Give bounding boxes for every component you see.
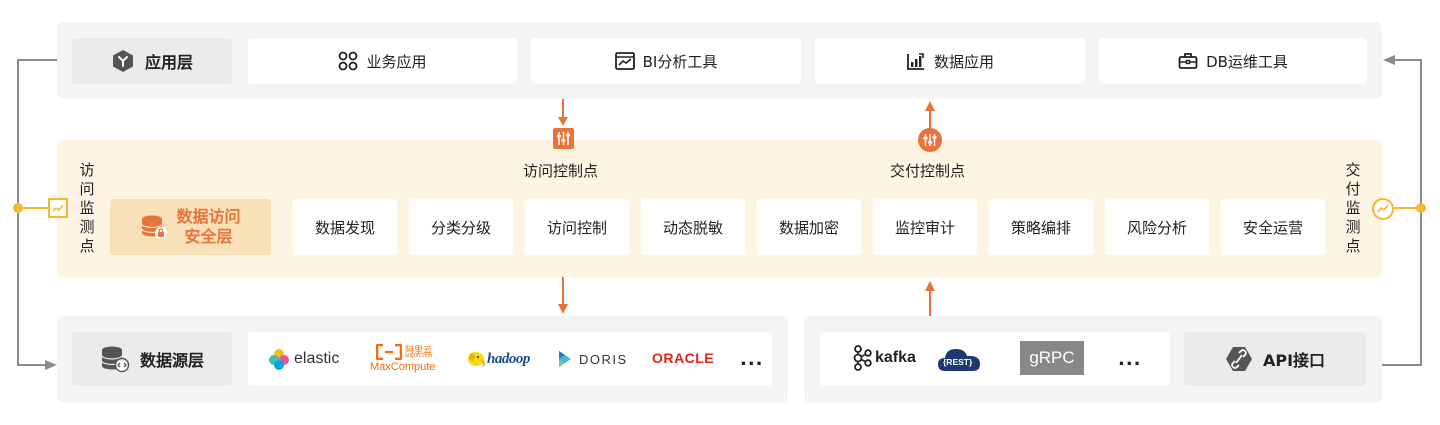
app-card-data[interactable]: 数据应用 — [815, 38, 1085, 84]
module-security-operations[interactable]: 安全运营 — [1221, 199, 1325, 255]
api-link-icon — [1225, 346, 1253, 372]
access-monitor-icon — [48, 198, 68, 218]
api-logos-card — [820, 332, 1170, 386]
database-lock-icon — [140, 213, 168, 241]
database-icon — [100, 345, 130, 373]
module-monitor-audit[interactable]: 监控审计 — [873, 199, 977, 255]
access-control-point-icon — [553, 128, 574, 149]
api-layer-label: API接口 — [1184, 332, 1366, 386]
access-monitor-label: 访 问 监 测 点 — [79, 161, 95, 255]
module-data-discovery[interactable]: 数据发现 — [293, 199, 397, 255]
apps-grid-icon — [338, 51, 358, 71]
module-dynamic-masking[interactable]: 动态脱敏 — [641, 199, 745, 255]
module-data-encryption[interactable]: 数据加密 — [757, 199, 861, 255]
source-more: ... — [740, 349, 764, 370]
delivery-control-point-icon — [918, 128, 942, 152]
security-layer-title-1: 数据访问 — [176, 207, 241, 226]
app-layer-title: 应用层 — [144, 53, 193, 72]
hadoop-logo: hadoop — [466, 348, 530, 370]
rest-logo: {REST} — [937, 345, 981, 373]
module-risk-analysis[interactable]: 风险分析 — [1105, 199, 1209, 255]
app-card-db-ops[interactable]: DB运维工具 — [1099, 38, 1367, 84]
grpc-logo: gRPC — [1020, 341, 1084, 375]
access-control-point-label: 访问控制点 — [523, 162, 599, 180]
app-card-business-label: 业务应用 — [366, 52, 427, 71]
app-card-bi[interactable]: BI分析工具 — [531, 38, 801, 84]
elastic-logo: elastic — [268, 347, 339, 371]
analytics-window-icon — [614, 52, 635, 70]
cube-icon — [111, 49, 135, 73]
delivery-monitor-icon — [1372, 198, 1394, 220]
maxcompute-logo: 阿里云 aliyun.com MaxCompute — [370, 344, 436, 373]
source-logos-card — [248, 332, 772, 386]
doris-logo: DORIS — [557, 348, 628, 370]
app-card-bi-label: BI分析工具 — [642, 52, 718, 71]
delivery-control-point-label: 交付控制点 — [890, 162, 966, 180]
module-access-control[interactable]: 访问控制 — [525, 199, 629, 255]
source-layer-label: 数据源层 — [72, 332, 232, 386]
kafka-icon — [853, 345, 872, 371]
security-layer-label: 数据访问 安全层 — [110, 199, 271, 255]
oracle-logo: ORACLE — [652, 350, 715, 366]
app-card-business[interactable]: 业务应用 — [248, 38, 517, 84]
api-layer-title: API接口 — [1262, 351, 1326, 370]
app-card-db-ops-label: DB运维工具 — [1206, 52, 1288, 71]
bar-chart-icon — [906, 51, 926, 71]
hadoop-elephant-icon — [468, 352, 485, 367]
rest-cloud-icon — [938, 349, 980, 371]
aliyun-icon — [376, 344, 402, 360]
app-card-data-label: 数据应用 — [933, 52, 994, 71]
source-layer-title: 数据源层 — [139, 351, 204, 370]
toolbox-icon — [1178, 52, 1198, 70]
delivery-monitor-label: 交 付 监 测 点 — [1345, 161, 1361, 255]
app-layer-label: 应用层 — [72, 38, 232, 84]
module-policy-orchestration[interactable]: 策略编排 — [989, 199, 1093, 255]
kafka-logo: kafka — [852, 345, 916, 371]
module-classification[interactable]: 分类分级 — [409, 199, 513, 255]
doris-icon — [559, 351, 571, 367]
security-layer-title-2: 安全层 — [184, 227, 233, 246]
elastic-icon — [269, 349, 289, 370]
api-more: ... — [1118, 349, 1142, 370]
